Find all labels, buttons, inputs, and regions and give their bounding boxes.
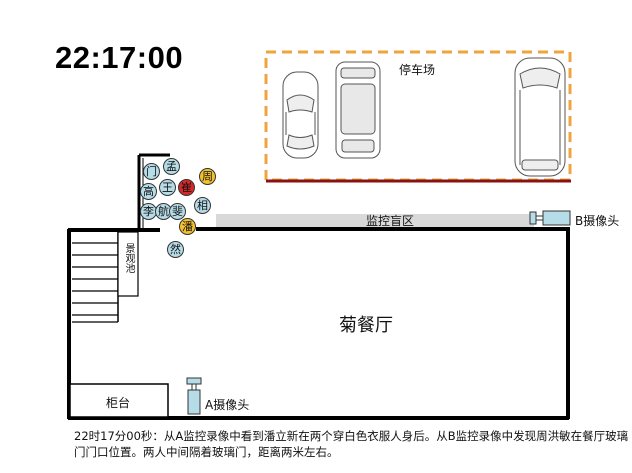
counter-label: 柜台 bbox=[106, 396, 131, 410]
person-marker-ran: 然 bbox=[167, 241, 184, 258]
counter-box bbox=[69, 383, 169, 418]
blind-zone-label: 监控盲区 bbox=[366, 214, 415, 228]
person-marker-xiang: 相 bbox=[194, 197, 211, 214]
person-marker-zhou: 周 bbox=[199, 168, 216, 185]
camera-a-icon bbox=[186, 377, 202, 415]
parked-car-2-icon bbox=[335, 61, 381, 159]
parked-car-1-icon bbox=[282, 71, 319, 159]
parking-lot-label: 停车场 bbox=[399, 63, 436, 77]
parked-van-icon bbox=[514, 57, 566, 177]
person-marker-fei: 斐 bbox=[169, 203, 186, 220]
person-marker-pan: 潘 bbox=[179, 218, 196, 235]
person-marker-meng: 孟 bbox=[163, 158, 180, 175]
camera-b-icon bbox=[529, 210, 571, 226]
camera-b-label: B摄像头 bbox=[575, 214, 620, 228]
staircase bbox=[72, 232, 119, 323]
landscape-pool-box bbox=[117, 231, 139, 297]
blind-zone-area bbox=[216, 214, 534, 227]
person-marker-cui: 崔 bbox=[178, 179, 195, 196]
person-marker-men: 门 bbox=[143, 163, 160, 180]
person-marker-gao: 高 bbox=[140, 183, 157, 200]
description-caption: 22时17分00秒：从A监控录像中看到潘立新在两个穿白色衣服人身后。从B监控录像… bbox=[74, 429, 629, 459]
camera-a-label: A摄像头 bbox=[205, 398, 250, 412]
clock-display: 22:17:00 bbox=[55, 40, 184, 75]
person-marker-wang: 王 bbox=[159, 179, 176, 196]
restaurant-label: 菊餐厅 bbox=[339, 315, 393, 336]
landscape-pool-label: 景观池 bbox=[123, 243, 134, 273]
